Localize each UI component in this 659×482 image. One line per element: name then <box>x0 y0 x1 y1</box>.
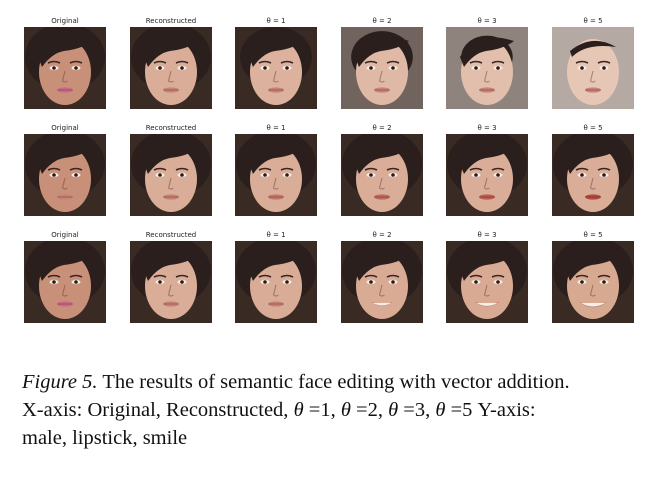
column-label: Original <box>51 17 79 25</box>
figure-cell: Reconstructed <box>125 123 217 216</box>
figure-cell: θ = 3 <box>441 16 533 109</box>
theta-symbol: θ <box>293 399 304 421</box>
column-label: θ = 5 <box>583 124 603 132</box>
column-label: θ = 5 <box>583 231 603 239</box>
column-label: θ = 1 <box>266 124 286 132</box>
face-image <box>235 27 317 109</box>
theta-value-1: =1, <box>308 399 341 421</box>
face-image <box>24 241 106 323</box>
caption-line-3: male, lipstick, smile <box>22 424 650 452</box>
column-label: θ = 1 <box>266 231 286 239</box>
caption-y-axis-values: male, lipstick, smile <box>22 427 188 449</box>
caption-y-axis-prefix: Y-axis: <box>477 399 536 421</box>
column-label: θ = 3 <box>477 17 497 25</box>
figure-caption: Figure 5. The results of semantic face e… <box>22 368 650 452</box>
column-label: Reconstructed <box>145 124 197 132</box>
column-label: Reconstructed <box>145 231 197 239</box>
figure-cell: θ = 1 <box>230 230 322 323</box>
figure-cell: θ = 2 <box>336 16 428 109</box>
face-image <box>130 134 212 216</box>
face-image <box>24 134 106 216</box>
face-image <box>341 134 423 216</box>
caption-text-1: The results of semantic face editing wit… <box>102 371 570 393</box>
face-image <box>446 27 528 109</box>
figure-cell: θ = 2 <box>336 123 428 216</box>
face-image <box>552 134 634 216</box>
figure-cell: θ = 5 <box>547 16 639 109</box>
figure-cell: θ = 3 <box>441 230 533 323</box>
theta-value-3: =3, <box>403 399 436 421</box>
face-image <box>24 27 106 109</box>
figure-cell: θ = 5 <box>547 123 639 216</box>
caption-line-1: Figure 5. The results of semantic face e… <box>22 368 650 396</box>
figure-cell: θ = 2 <box>336 230 428 323</box>
figure-cell: Original <box>19 230 111 323</box>
face-image <box>235 241 317 323</box>
figure-cell: θ = 1 <box>230 16 322 109</box>
column-label: θ = 1 <box>266 17 286 25</box>
figure-label: Figure 5. <box>22 371 98 393</box>
theta-value-2: =2, <box>356 399 389 421</box>
figure-cell: Original <box>19 123 111 216</box>
column-label: θ = 2 <box>372 231 392 239</box>
face-image <box>130 241 212 323</box>
column-label: Reconstructed <box>145 17 197 25</box>
column-label: Original <box>51 231 79 239</box>
face-image <box>552 241 634 323</box>
theta-symbol: θ <box>435 399 446 421</box>
caption-x-axis-prefix: X-axis: Original, Reconstructed, <box>22 399 294 421</box>
theta-symbol: θ <box>388 399 399 421</box>
face-image <box>341 27 423 109</box>
face-image <box>446 241 528 323</box>
caption-line-2: X-axis: Original, Reconstructed, θ =1, θ… <box>22 396 650 424</box>
figure-cell: θ = 1 <box>230 123 322 216</box>
figure-cell: θ = 5 <box>547 230 639 323</box>
column-label: θ = 2 <box>372 17 392 25</box>
figure-cell: θ = 3 <box>441 123 533 216</box>
figure-cell: Reconstructed <box>125 230 217 323</box>
column-label: θ = 2 <box>372 124 392 132</box>
theta-symbol: θ <box>340 399 351 421</box>
column-label: θ = 5 <box>583 17 603 25</box>
face-image <box>341 241 423 323</box>
figure-cell: Reconstructed <box>125 16 217 109</box>
face-image <box>235 134 317 216</box>
figure-cell: Original <box>19 16 111 109</box>
column-label: Original <box>51 124 79 132</box>
face-image <box>446 134 528 216</box>
column-label: θ = 3 <box>477 231 497 239</box>
face-image <box>552 27 634 109</box>
theta-value-5: =5 <box>450 399 478 421</box>
column-label: θ = 3 <box>477 124 497 132</box>
face-image <box>130 27 212 109</box>
